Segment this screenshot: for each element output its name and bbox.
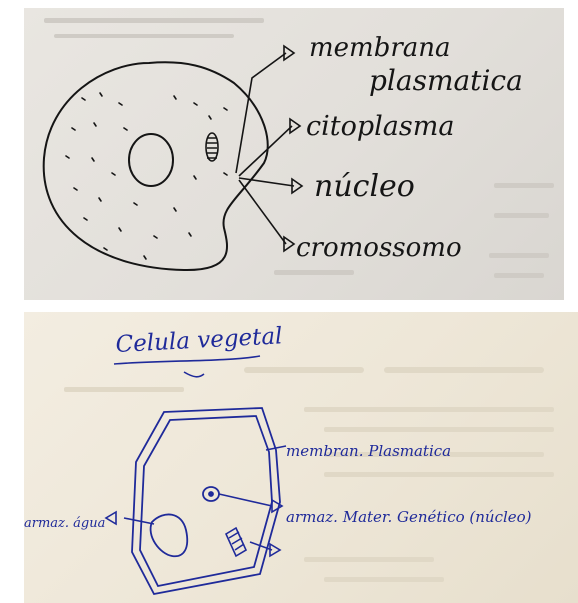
- membrane-label-line2: plasmatica: [369, 64, 523, 97]
- nucleus-shape: [129, 134, 173, 186]
- title-underline-small: [184, 372, 204, 377]
- title-underline: [114, 356, 260, 364]
- membrane-label: membran. Plasmatica: [286, 442, 451, 460]
- nucleus-shape: [203, 487, 219, 501]
- vacuole-label: armaz. água: [24, 516, 105, 531]
- organelle-shape: [226, 528, 246, 556]
- animal-cell-drawing: membrana plasmatica citoplasma núcleo cr…: [24, 8, 564, 300]
- chromosome-shape: [206, 133, 218, 161]
- cytoplasm-dots: [66, 93, 227, 259]
- label-pointer-lines: [236, 53, 294, 244]
- cell-title: Celula vegetal: [115, 323, 283, 358]
- chromosome-label: cromossomo: [296, 233, 462, 263]
- nucleus-label: armaz. Mater. Genético (núcleo): [286, 508, 532, 526]
- cell-membrane-outline: [44, 62, 268, 270]
- cell-wall-outline: [132, 408, 280, 594]
- background-print: [64, 367, 554, 582]
- nucleus-label: núcleo: [314, 169, 415, 204]
- cytoplasm-label: citoplasma: [306, 111, 454, 142]
- bottom-cell-drawing-photo: Celula vegetal: [24, 312, 578, 603]
- plant-cell-drawing: Celula vegetal: [24, 312, 578, 603]
- vacuole-shape: [151, 514, 188, 556]
- membrane-label-line1: membrana: [309, 33, 451, 63]
- label-arrowheads: [284, 46, 302, 251]
- top-cell-drawing-photo: membrana plasmatica citoplasma núcleo cr…: [24, 8, 564, 300]
